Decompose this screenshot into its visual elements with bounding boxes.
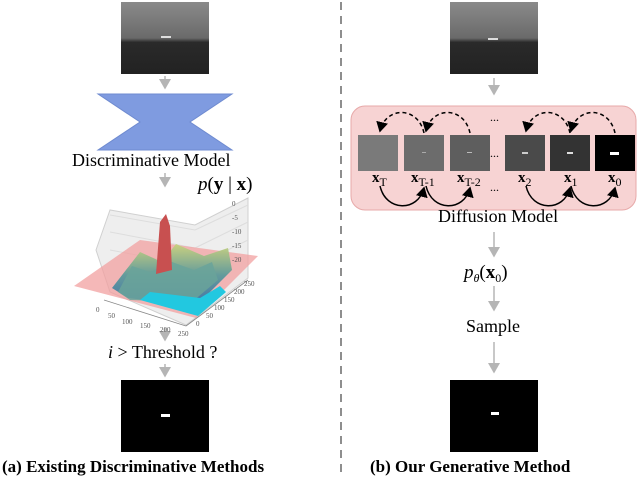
caption-left: (a) Existing Discriminative Methods	[2, 457, 265, 476]
ellipsis-middle: ...	[490, 146, 499, 160]
ptheta-formula: pθ(x0)	[464, 262, 508, 285]
frame-xT-1-speck	[422, 152, 426, 153]
frame-label-x1: x1	[564, 170, 578, 189]
frame-label-xT: xT	[372, 170, 387, 189]
frame-x0-speck	[610, 152, 619, 155]
frame-label-x2: x2	[518, 170, 532, 189]
solid-arc-3	[525, 185, 574, 207]
sample-label: Sample	[466, 316, 520, 336]
dashed-arc-4	[567, 111, 616, 134]
threshold-text: i > Threshold ?	[108, 342, 218, 362]
probability-surface-plot	[74, 197, 258, 327]
solid-arc-2	[425, 185, 474, 207]
output-mask-target-left	[161, 414, 170, 417]
diffusion-model-label: Diffusion Model	[438, 206, 559, 226]
diffusion-model-box	[350, 105, 637, 211]
solid-arc-1	[379, 185, 428, 207]
prob-formula: p(y | x)	[198, 174, 253, 195]
frame-x2-speck	[522, 152, 528, 154]
input-target-speck-right	[488, 38, 498, 40]
output-mask-target-right	[491, 412, 499, 415]
output-mask-right	[450, 380, 538, 452]
frame-label-xT-2: xT-2	[457, 170, 481, 189]
input-target-speck-left	[161, 36, 171, 38]
ellipsis-bottom: ...	[490, 180, 499, 194]
frame-label-xT-1: xT-1	[411, 170, 435, 189]
solid-arc-4	[570, 185, 619, 207]
caption-right: (b) Our Generative Method	[370, 457, 571, 476]
discriminative-model-hourglass	[96, 93, 234, 151]
frame-label-x0: x0	[608, 170, 622, 189]
discriminative-model-label: Discriminative Model	[72, 150, 231, 170]
dashed-arc-2	[422, 111, 471, 134]
frame-xT	[358, 135, 398, 171]
ellipsis-top: ...	[490, 110, 499, 124]
dashed-arc-1	[376, 111, 425, 134]
frame-x1-speck	[567, 152, 573, 154]
frame-xT-2-speck	[467, 152, 472, 153]
